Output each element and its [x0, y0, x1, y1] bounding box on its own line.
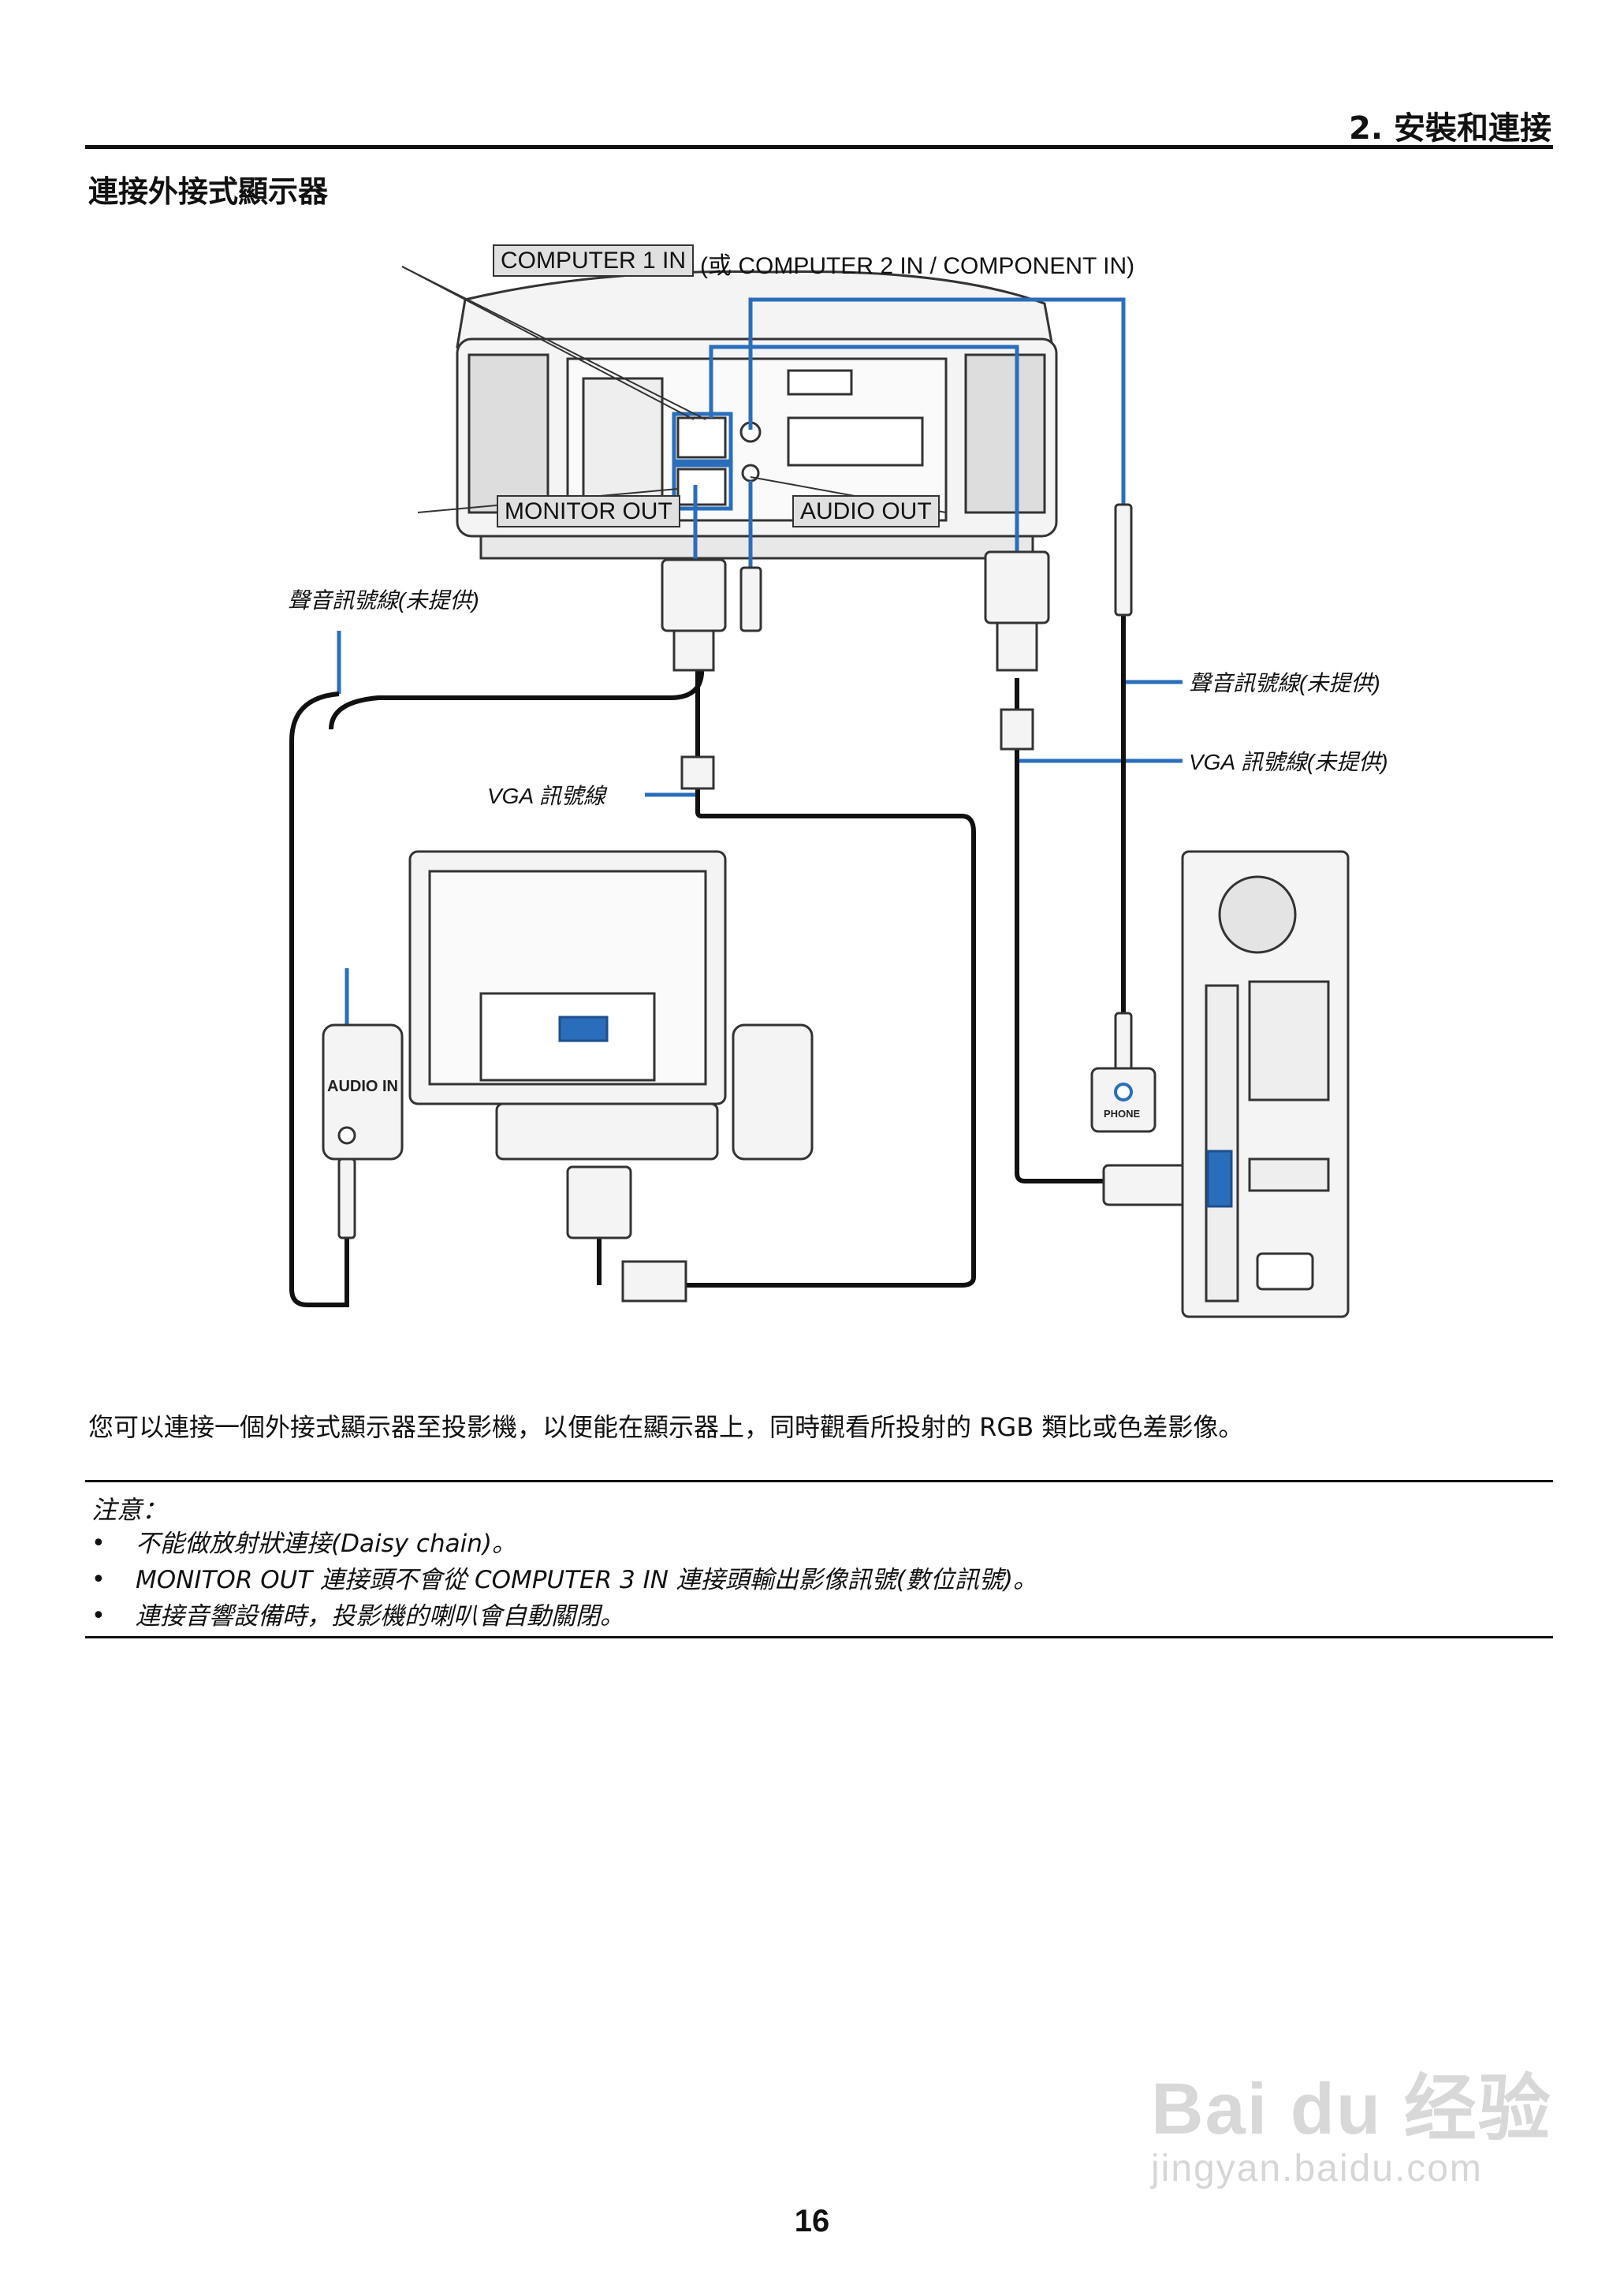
audio-plug-left	[739, 566, 762, 632]
ferrite-right	[1000, 708, 1034, 751]
page-number: 16	[794, 2204, 830, 2238]
bullet-icon: •	[91, 1566, 106, 1593]
audio-plug-right-top	[1114, 503, 1133, 617]
bullet-icon: •	[91, 1602, 106, 1630]
vga-right-cable	[1015, 749, 1104, 1183]
watermark-brand: Bai du 经验	[1151, 2069, 1552, 2149]
monitor-vga-in	[558, 1016, 609, 1042]
note-item: •連接音響設備時，投影機的喇叭會自動關閉。	[88, 1598, 1539, 1634]
label-vga-cable-right: VGA 訊號線(未提供)	[1189, 750, 1388, 774]
audio-left-cable	[289, 691, 349, 1307]
tower-fan	[1218, 875, 1297, 954]
tower-usb-ports	[1248, 1157, 1330, 1192]
connection-diagram: COMPUTER 1 IN (或 COMPUTER 2 IN / COMPONE…	[268, 237, 1451, 1328]
monitor-out-highlight	[672, 463, 733, 511]
dvi-port	[787, 369, 853, 396]
note-item: •MONITOR OUT 連接頭不會從 COMPUTER 3 IN 連接頭輸出影…	[88, 1562, 1539, 1598]
note-list: •不能做放射狀連接(Daisy chain)。 •MONITOR OUT 連接頭…	[88, 1526, 1539, 1634]
label-monitor-out: MONITOR OUT	[497, 495, 680, 527]
monitor	[322, 850, 814, 1161]
label-audio-in: AUDIO IN	[327, 1078, 398, 1095]
header-rule	[85, 145, 1553, 149]
projector-vent-right	[964, 353, 1046, 514]
speaker-right	[732, 1023, 814, 1161]
vga-plug-monitor	[566, 1165, 632, 1239]
diagram-labels: COMPUTER 1 IN (或 COMPUTER 2 IN / COMPONE…	[288, 244, 1388, 1120]
label-audio-out: AUDIO OUT	[792, 495, 940, 527]
note-item: •不能做放射狀連接(Daisy chain)。	[88, 1526, 1539, 1562]
monitor-stand	[495, 1102, 719, 1161]
black-cables	[289, 615, 1126, 1307]
vga-plug-right-neck	[996, 621, 1038, 672]
bullet-icon: •	[91, 1530, 106, 1557]
label-computer-alt: (或 COMPUTER 2 IN / COMPONENT IN)	[700, 253, 1135, 279]
monitor-vga-cable	[686, 788, 976, 1288]
body-paragraph: 您可以連接一個外接式顯示器至投影機，以便能在顯示器上，同時觀看所投射的 RGB …	[88, 1412, 1244, 1442]
label-phone: PHONE	[1104, 1108, 1141, 1120]
note-rule-top	[85, 1480, 1553, 1482]
watermark: Bai du 经验 jingyan.baidu.com	[1151, 2050, 1552, 2190]
label-audio-cable-left: 聲音訊號線(未提供)	[288, 588, 479, 613]
note-title: 注意：	[91, 1495, 168, 1525]
phone-jack-box	[1090, 1067, 1157, 1133]
projector-top	[456, 270, 1054, 348]
speaker-audio-jack	[337, 1126, 356, 1145]
speaker-left	[322, 1023, 404, 1161]
computer1-highlight	[672, 412, 733, 464]
tower-io-strip	[1205, 984, 1239, 1303]
ferrite-left	[680, 755, 715, 790]
vga-plug-left-neck	[672, 629, 715, 672]
label-vga-cable-mid: VGA 訊號線	[487, 784, 605, 808]
label-audio-cable-right: 聲音訊號線(未提供)	[1189, 671, 1380, 695]
section-title: 連接外接式顯示器	[88, 174, 329, 209]
watermark-url: jingyan.baidu.com	[1151, 2148, 1483, 2190]
ferrite-monitor	[621, 1260, 687, 1303]
control-ports	[787, 416, 924, 467]
tower-expansion	[1248, 980, 1330, 1101]
tower-vga-port	[1206, 1150, 1233, 1208]
projector-vent-left	[467, 353, 549, 514]
computer-tower	[1181, 850, 1350, 1318]
chapter-header: 2. 安裝和連接	[1349, 110, 1551, 147]
projector-base	[479, 535, 1034, 560]
monitor-out-port	[676, 468, 727, 506]
projector-highlight	[672, 412, 733, 511]
note-rule-bottom	[85, 1636, 1553, 1638]
computer-vga-cable	[709, 345, 1019, 552]
cable-connectors	[337, 503, 1192, 1303]
label-computer1-in: COMPUTER 1 IN	[493, 244, 695, 277]
audio-in-cable	[748, 297, 1126, 505]
computer1-port	[676, 416, 727, 459]
tower-power-inlet	[1256, 1252, 1314, 1291]
connection-diagram-svg: COMPUTER 1 IN (或 COMPUTER 2 IN / COMPONE…	[288, 244, 1388, 1318]
